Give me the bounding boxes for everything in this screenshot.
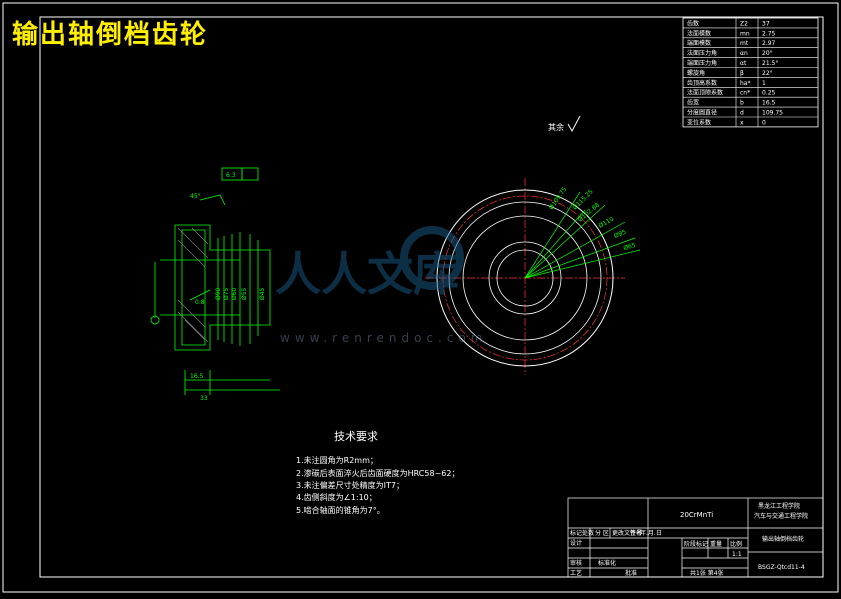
param-cell: 端面压力角	[687, 59, 717, 67]
param-cell: 法面顶隙系数	[687, 89, 723, 97]
svg-text:设计: 设计	[570, 539, 582, 547]
svg-text:签名: 签名	[630, 529, 642, 537]
param-cell: 变位系数	[687, 118, 711, 126]
section-view	[150, 167, 280, 395]
svg-text:工艺: 工艺	[570, 569, 582, 577]
param-cell: 2.75	[762, 30, 776, 37]
svg-text:Ø90: Ø90	[215, 287, 222, 300]
svg-text:汽车与交通工程学院: 汽车与交通工程学院	[754, 512, 808, 520]
svg-text:4.齿侧斜度为∠1:10；: 4.齿侧斜度为∠1:10；	[296, 492, 377, 502]
param-cell: 0	[762, 119, 766, 126]
svg-text:6.3: 6.3	[226, 172, 236, 179]
title-block-text: 20CrMnTi 黑龙江工程学院 汽车与交通工程学院 输出轴倒档齿轮 BSGZ-…	[570, 502, 808, 577]
svg-text:1:1: 1:1	[732, 551, 742, 558]
front-view	[425, 178, 641, 375]
param-cell: 22°	[762, 70, 773, 77]
section-dimensions: 45° 33 16.5 6.3 0.8 Ø90 Ø75 Ø60 Ø55 Ø45	[190, 172, 266, 402]
svg-text:45°: 45°	[190, 193, 201, 200]
svg-text:更改文件号: 更改文件号	[612, 529, 642, 537]
banner-title: 输出轴倒档齿轮	[12, 20, 209, 50]
param-cell: mn	[740, 30, 750, 37]
param-cell: 20°	[762, 50, 773, 57]
svg-text:批准: 批准	[625, 569, 637, 577]
param-cell: 16.5	[762, 100, 776, 107]
svg-text:年.月.日: 年.月.日	[640, 529, 662, 537]
title-block	[567, 497, 824, 578]
svg-text:Ø55: Ø55	[241, 287, 248, 300]
svg-text:其余: 其余	[548, 122, 564, 132]
inner-frame	[39, 16, 824, 578]
param-cell: 法面压力角	[687, 49, 717, 57]
svg-text:标记: 标记	[570, 529, 582, 537]
svg-text:www.renrendoc.com: www.renrendoc.com	[280, 331, 487, 345]
param-cell: Z2	[740, 20, 748, 27]
param-cell: x	[740, 119, 744, 126]
param-cell: b	[740, 100, 744, 107]
svg-text:黑龙江工程学院: 黑龙江工程学院	[758, 502, 800, 510]
svg-text:Ø75: Ø75	[223, 287, 230, 300]
svg-text:0.8: 0.8	[195, 299, 205, 306]
param-cell: 端面模数	[687, 39, 711, 47]
svg-text:20CrMnTi: 20CrMnTi	[680, 511, 713, 519]
svg-text:技术要求: 技术要求	[334, 430, 378, 443]
param-cell: 齿顶高系数	[687, 79, 717, 87]
param-cell: d	[740, 110, 744, 117]
param-cell: 法面模数	[687, 29, 711, 37]
svg-text:2.渗碳后表面淬火后齿面硬度为HRC58~62；: 2.渗碳后表面淬火后齿面硬度为HRC58~62；	[296, 468, 459, 478]
param-cell: 0.25	[762, 90, 776, 97]
roughness-note: 其余	[548, 115, 581, 133]
svg-text:分 区: 分 区	[595, 529, 609, 537]
svg-text:人人文库: 人人文库	[275, 247, 459, 301]
param-cell: 螺旋角	[687, 69, 705, 77]
svg-text:5.啮合轴面的锥角为7°。: 5.啮合轴面的锥角为7°。	[296, 505, 385, 515]
svg-text:Ø60: Ø60	[231, 287, 238, 300]
param-cell: 分度圆直径	[687, 109, 717, 117]
svg-text:阶段标记: 阶段标记	[684, 540, 708, 548]
svg-text:1.未注圆角为R2mm；: 1.未注圆角为R2mm；	[296, 455, 378, 465]
svg-text:16.5: 16.5	[190, 373, 204, 380]
svg-text:标准化: 标准化	[598, 559, 616, 567]
svg-text:共1张 第4张: 共1张 第4张	[690, 569, 724, 577]
param-cell: αn	[740, 50, 748, 57]
param-cell: cn*	[740, 90, 750, 97]
svg-text:Ø45: Ø45	[259, 287, 266, 300]
svg-text:比例: 比例	[730, 540, 742, 548]
svg-text:Ø110: Ø110	[598, 215, 616, 229]
param-cell: β	[740, 70, 744, 77]
svg-text:Ø95: Ø95	[613, 229, 627, 240]
svg-text:输出轴倒档齿轮: 输出轴倒档齿轮	[762, 535, 804, 543]
tech-requirements: 技术要求 1.未注圆角为R2mm； 2.渗碳后表面淬火后齿面硬度为HRC58~6…	[296, 430, 459, 515]
param-cell: 109.75	[762, 110, 783, 117]
svg-text:33: 33	[200, 395, 208, 402]
param-cell: 37	[762, 20, 770, 27]
parameter-table: 齿数 Z2 37 法面模数 mn 2.75 端面模数 mt 2.97 法面压力角 αn 20° 端面压力…	[682, 17, 819, 128]
param-cell: 1	[762, 80, 766, 87]
param-cell: 2.97	[762, 40, 776, 47]
param-cell: 齿数	[687, 19, 699, 27]
param-cell: 齿宽	[687, 99, 699, 107]
svg-text:审核: 审核	[570, 559, 582, 567]
svg-text:处数: 处数	[582, 529, 594, 537]
param-cell: ha*	[740, 80, 750, 87]
section-hatch	[177, 227, 209, 343]
watermark: 人人文库 www.renrendoc.com	[275, 226, 487, 345]
svg-text:BSGZ-Qtcd11-4: BSGZ-Qtcd11-4	[758, 564, 805, 571]
svg-text:Ø109.75: Ø109.75	[548, 186, 569, 211]
svg-text:重量: 重量	[710, 540, 722, 548]
svg-text:3.未注偏差尺寸处精度为IT7；: 3.未注偏差尺寸处精度为IT7；	[296, 480, 404, 490]
param-cell: αt	[740, 60, 747, 67]
svg-text:Ø65: Ø65	[623, 242, 637, 252]
param-cell: mt	[740, 40, 749, 47]
param-cell: 21.5°	[762, 60, 778, 67]
